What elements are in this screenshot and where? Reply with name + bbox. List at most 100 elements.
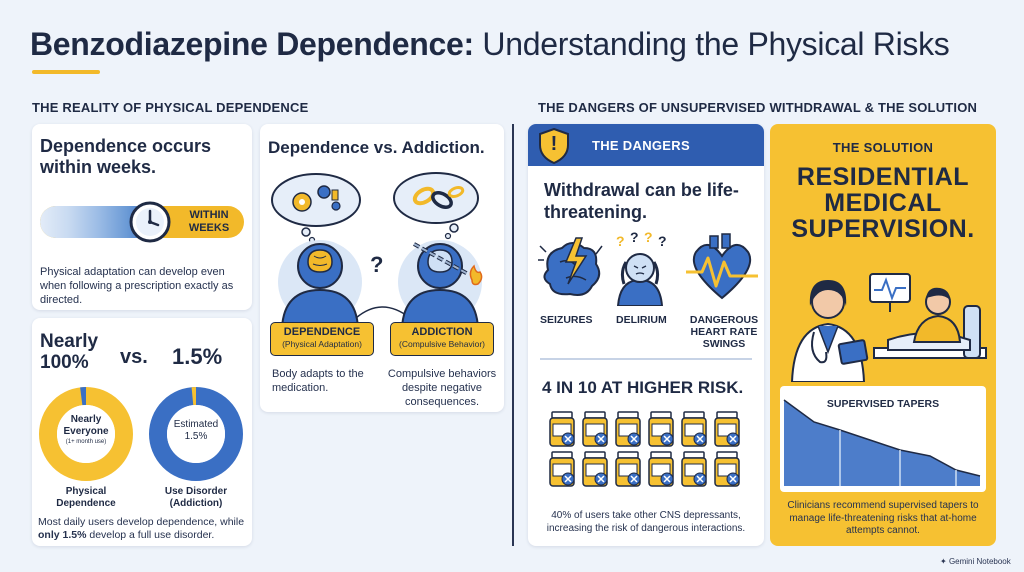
pill-bottle-icon xyxy=(582,451,608,487)
pill-bottle-icon xyxy=(615,451,641,487)
monitor-icon xyxy=(869,273,911,312)
warning-glyph: ! xyxy=(550,133,558,155)
one-point-five-stat: 1.5% xyxy=(172,344,223,369)
onset-card-title: Dependence occurs within weeks. xyxy=(40,136,212,177)
pill-bottle-icon xyxy=(549,411,575,447)
watermark: ✦ Gemini Notebook xyxy=(940,557,1011,566)
ring1-caption-2: Dependence xyxy=(56,498,116,509)
ring1-line1: Nearly xyxy=(70,414,102,425)
svg-text:?: ? xyxy=(658,233,667,249)
compare-footer: Most daily users develop dependence, whi… xyxy=(38,516,248,542)
nearly-label: Nearly xyxy=(40,331,99,352)
addiction-description: Compulsive behaviors despite negative co… xyxy=(387,368,497,408)
solution-header: THE SOLUTION xyxy=(832,140,934,155)
pill-bottle-icon xyxy=(681,411,707,447)
right-section-heading: THE DANGERS OF UNSUPERVISED WITHDRAWAL &… xyxy=(538,100,978,115)
badge-line-1: WITHIN xyxy=(189,209,229,221)
danger-heart-line1: DANGEROUS xyxy=(689,314,759,326)
dva-illustration xyxy=(264,168,500,328)
danger-heart-line3: SWINGS xyxy=(702,338,746,350)
pill-bottle-icon xyxy=(648,451,674,487)
dependence-ring: Nearly Everyone (1+ month use) xyxy=(38,386,134,482)
compare-footer-2: develop a full use disorder. xyxy=(86,529,215,542)
pill-bottle-icon xyxy=(582,411,608,447)
compare-card: Nearly 100% vs. 1.5% Nearly Everyone (1+… xyxy=(32,318,252,546)
ring2-center: Estimated 1.5% xyxy=(166,419,226,443)
use-disorder-ring: Estimated 1.5% xyxy=(148,386,244,482)
solution-footnote: Clinicians recommend supervised tapers t… xyxy=(787,500,979,536)
gears-thought-icon xyxy=(271,173,361,244)
onset-card: Dependence occurs within weeks. WITHIN W… xyxy=(32,124,252,310)
solution-line-3: SUPERVISION. xyxy=(791,215,975,243)
ring2-line1: Estimated xyxy=(173,419,219,430)
addiction-figure-icon xyxy=(398,240,483,328)
hundred-percent: 100% xyxy=(40,351,89,373)
delirium-confused-icon: ? ? ? ? xyxy=(616,232,667,306)
ring1-caption: Physical Dependence xyxy=(38,486,134,510)
danger-heart-label: DANGEROUS HEART RATE SWINGS xyxy=(686,314,762,350)
ring2-caption-2: (Addiction) xyxy=(169,498,223,509)
danger-icons-row: ? ? ? ? xyxy=(536,232,760,306)
compare-footer-bold: only 1.5% xyxy=(38,529,87,542)
clock-icon xyxy=(128,200,172,244)
section-divider xyxy=(512,124,514,546)
title-underline xyxy=(32,70,100,74)
svg-text:?: ? xyxy=(616,233,625,249)
danger-seizures-label: SEIZURES xyxy=(540,314,593,326)
warning-shield-icon: ! xyxy=(538,128,570,164)
svg-text:?: ? xyxy=(630,232,639,245)
solution-card: THE SOLUTION RESIDENTIAL MEDICAL SUPERVI… xyxy=(770,124,996,546)
page-title: Benzodiazepine Dependence: Understanding… xyxy=(30,26,950,63)
onset-description: Physical adaptation can develop even whe… xyxy=(40,266,234,306)
ring1-line2: Everyone xyxy=(63,426,109,437)
dependence-label-main: DEPENDENCE xyxy=(283,326,361,338)
danger-heart-line2: HEART RATE xyxy=(690,326,758,338)
timeline-badge: WITHIN WEEKS xyxy=(176,209,242,235)
pill-bottle-icon xyxy=(549,451,575,487)
compare-footer-1: Most daily users develop dependence, whi… xyxy=(38,516,245,528)
addiction-label-main: ADDICTION xyxy=(411,326,473,338)
dangers-headline: Withdrawal can be life-threatening. xyxy=(544,180,739,222)
ring1-center: Nearly Everyone (1+ month use) xyxy=(56,414,116,447)
ring2-caption-1: Use Disorder xyxy=(164,486,228,497)
dangers-header-label: THE DANGERS xyxy=(592,138,690,153)
heart-rate-icon xyxy=(686,233,758,300)
taper-label: SUPERVISED TAPERS xyxy=(826,398,940,410)
risk-headline: 4 IN 10 AT HIGHER RISK. xyxy=(542,378,744,397)
dependence-vs-addiction-card: Dependence vs. Addiction. xyxy=(260,124,504,412)
pill-bottle-icon xyxy=(681,451,707,487)
doctor-icon xyxy=(790,280,869,382)
timeline-bar: WITHIN WEEKS xyxy=(40,200,244,244)
nearly-all-stat: Nearly 100% xyxy=(40,331,99,374)
svg-text:?: ? xyxy=(644,232,653,245)
doctor-patient-illustration xyxy=(778,252,990,382)
dependence-label: DEPENDENCE (Physical Adaptation) xyxy=(270,322,374,356)
brain-seizure-icon xyxy=(538,237,603,296)
left-section-heading: THE REALITY OF PHYSICAL DEPENDENCE xyxy=(32,100,309,115)
dependence-label-sub: (Physical Adaptation) xyxy=(282,339,362,349)
question-mark-icon: ? xyxy=(370,252,384,277)
solution-headline: RESIDENTIAL MEDICAL SUPERVISION. xyxy=(770,164,996,242)
pill-bottle-icon xyxy=(648,411,674,447)
sparkle-icon: ✦ xyxy=(940,557,949,566)
addiction-label-sub: (Compulsive Behavior) xyxy=(399,339,485,349)
dependence-description: Body adapts to the medication. xyxy=(272,368,364,394)
ring2-line2: 1.5% xyxy=(184,431,208,442)
dangers-separator xyxy=(540,358,752,360)
dangers-card: ! THE DANGERS Withdrawal can be life-thr… xyxy=(528,124,764,546)
taper-steps-graphic xyxy=(783,399,981,486)
addiction-label: ADDICTION (Compulsive Behavior) xyxy=(390,322,494,356)
pill-bottle-icon xyxy=(714,451,740,487)
page-title-main: Benzodiazepine Dependence: xyxy=(30,26,474,62)
ring1-note: (1+ month use) xyxy=(65,439,107,445)
pill-bottle-grid xyxy=(548,410,748,488)
dangers-footnote: 40% of users take other CNS depressants,… xyxy=(546,510,746,534)
badge-line-2: WEEKS xyxy=(188,222,230,234)
page-title-sub: Understanding the Physical Risks xyxy=(473,26,950,62)
solution-line-1: RESIDENTIAL xyxy=(796,163,970,191)
ring2-caption: Use Disorder (Addiction) xyxy=(148,486,244,510)
ring1-caption-1: Physical xyxy=(65,486,107,497)
pill-bottles-svg xyxy=(549,411,740,487)
dva-title: Dependence vs. Addiction. xyxy=(268,138,485,157)
chains-thought-icon xyxy=(393,172,479,240)
